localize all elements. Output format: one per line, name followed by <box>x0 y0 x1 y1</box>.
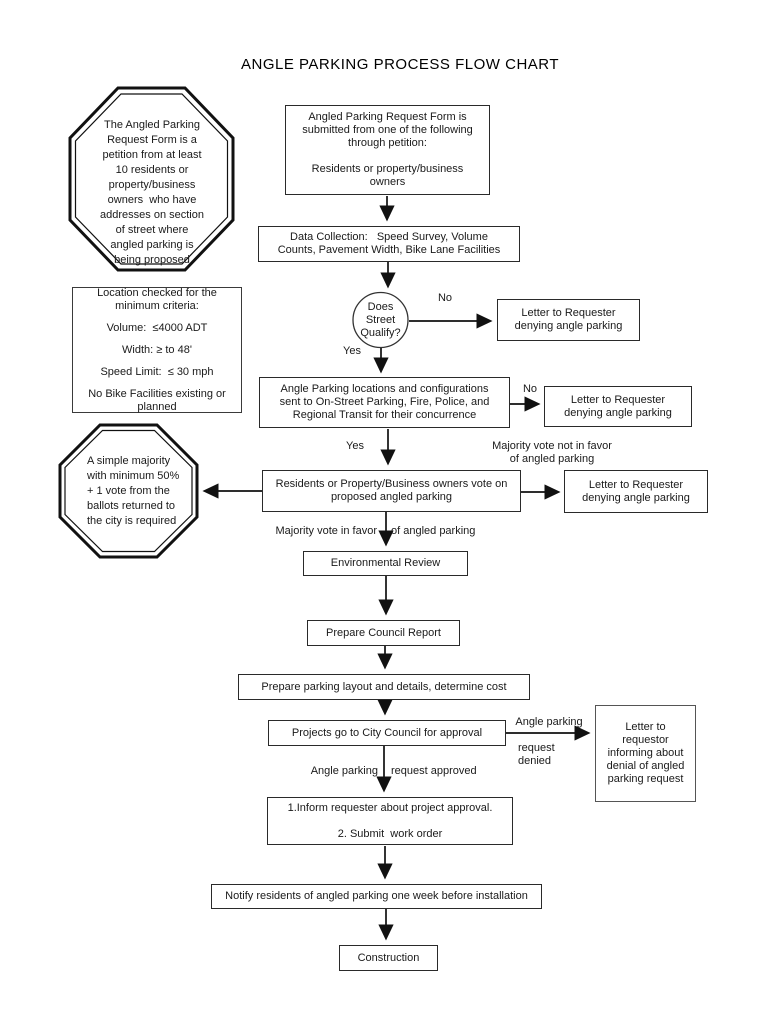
node-construction: Construction <box>339 945 438 971</box>
octagon-petition-outline-inner <box>74 93 229 265</box>
node-owners-vote: Residents or Property/Business owners vo… <box>262 470 521 512</box>
criteria-volume: Volume: ≤4000 ADT <box>106 321 208 334</box>
criteria-speed: Speed Limit: ≤ 30 mph <box>100 365 214 378</box>
label-no-qualify: No <box>437 292 453 304</box>
octagon-petition-note: The Angled Parking Request Form is a pet… <box>100 119 204 266</box>
node-deny-letter-2: Letter to Requester denying angle parkin… <box>544 386 692 427</box>
node-deny-letter-1: Letter to Requester denying angle parkin… <box>497 299 640 341</box>
decision-street-qualify-label: Does Street Qualify? <box>360 300 401 339</box>
node-notify-residents: Notify residents of angled parking one w… <box>211 884 542 909</box>
node-denial-letter: Letter to requestor informing about deni… <box>595 705 696 802</box>
octagon-majority-outline-outer <box>58 423 199 559</box>
label-yes-qualify: Yes <box>343 345 361 357</box>
node-request-form: Angled Parking Request Form is submitted… <box>285 105 490 195</box>
page-title: ANGLE PARKING PROCESS FLOW CHART <box>241 56 559 73</box>
label-no-concurrence: No <box>522 383 538 395</box>
criteria-bike: No Bike Facilities existing or planned <box>88 387 226 413</box>
label-approved-right: request approved <box>391 765 477 777</box>
node-parking-layout: Prepare parking layout and details, dete… <box>238 674 530 700</box>
octagon-petition-outline-outer <box>68 86 235 272</box>
node-council-report: Prepare Council Report <box>307 620 460 646</box>
node-deny-letter-3: Letter to Requester denying angle parkin… <box>564 470 708 513</box>
decision-street-qualify-circle <box>352 291 409 349</box>
criteria-width: Width: ≥ to 48' <box>122 343 192 356</box>
node-locations-concurrence: Angle Parking locations and configuratio… <box>259 377 510 428</box>
node-city-council: Projects go to City Council for approval <box>268 720 506 746</box>
octagon-majority-note: A simple majority with minimum 50% + 1 v… <box>87 455 180 527</box>
label-majority-not-in-favor: Majority vote not in favor of angled par… <box>492 440 612 465</box>
label-denied-top: Angle parking <box>515 716 583 728</box>
label-majority-in-favor-right: of angled parking <box>391 525 476 537</box>
octagon-majority-outline-inner <box>64 429 193 553</box>
node-criteria: Location checked for the minimum criteri… <box>72 287 242 413</box>
criteria-header: Location checked for the minimum criteri… <box>97 286 217 312</box>
node-data-collection: Data Collection: Speed Survey, Volume Co… <box>258 226 520 262</box>
label-denied-bottom: request denied <box>518 742 555 767</box>
node-environmental-review: Environmental Review <box>303 551 468 576</box>
label-majority-in-favor-left: Majority vote in favor <box>275 525 377 537</box>
label-yes-concurrence: Yes <box>346 440 364 452</box>
label-approved-left: Angle parking <box>310 765 378 777</box>
node-inform-requester: 1.Inform requester about project approva… <box>267 797 513 845</box>
